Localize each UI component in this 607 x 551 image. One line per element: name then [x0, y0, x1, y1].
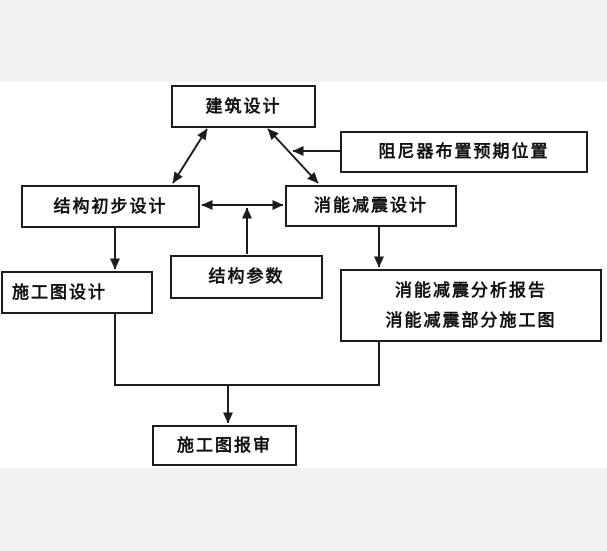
- node-dissipation-report: 消能减震分析报告 消能减震部分施工图: [340, 269, 602, 342]
- edge-arch-dissip: [267, 128, 319, 184]
- node-architectural-design: 建筑设计: [171, 85, 316, 128]
- node-construction-drawing-submission: 施工图报审: [152, 425, 297, 466]
- node-energy-dissipation-design: 消能减震设计: [285, 185, 457, 227]
- dissipation-report-line2: 消能减震部分施工图: [385, 310, 557, 330]
- edge-arch-prelim: [172, 128, 208, 184]
- dissipation-report-line1: 消能减震分析报告: [395, 280, 547, 300]
- node-structural-parameters: 结构参数: [170, 255, 323, 299]
- node-construction-drawing-design: 施工图设计: [1, 271, 153, 314]
- bottom-gray-band: [0, 468, 607, 551]
- node-damper-expected-position: 阻尼器布置预期位置: [340, 131, 588, 173]
- edge-merge-path: [114, 313, 380, 386]
- node-preliminary-structural-design: 结构初步设计: [21, 185, 200, 228]
- top-gray-band: [0, 0, 607, 82]
